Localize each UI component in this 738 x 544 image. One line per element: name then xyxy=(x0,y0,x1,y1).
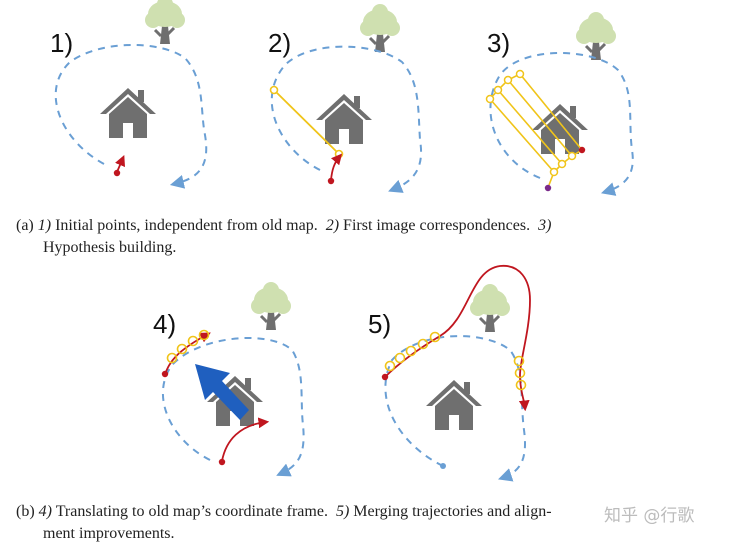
watermark: 知乎 @行歌 xyxy=(604,506,695,526)
start-point xyxy=(218,458,226,466)
caption-b: (b) 4) Translating to old map’s coordina… xyxy=(16,501,552,522)
camera-path xyxy=(489,52,634,196)
tree-icon xyxy=(143,0,187,46)
caption-b-line2: ment improvements. xyxy=(43,525,175,542)
caption-b-item5-text: Merging trajectories and align- xyxy=(349,503,552,520)
camera-path xyxy=(384,335,526,482)
caption-a-line2: Hypothesis building. xyxy=(43,239,177,256)
caption-b-prefix: (b) xyxy=(16,503,35,520)
caption-a-item2-num: 2) xyxy=(325,217,340,234)
translation-arrow-icon xyxy=(195,364,249,420)
panel-4: 4) xyxy=(153,280,305,477)
trajectory xyxy=(221,417,270,462)
hypothesis-points xyxy=(485,69,577,177)
correspondence-points xyxy=(166,329,210,364)
panel-2-label: 2) xyxy=(268,28,291,58)
caption-b-item5-num: 5) xyxy=(335,503,350,520)
caption-b-item4-text: Translating to old map’s coordinate fram… xyxy=(51,503,328,520)
house-icon xyxy=(426,380,482,430)
caption-a-item3-num: 3) xyxy=(538,217,552,234)
trajectory xyxy=(115,155,125,173)
start-point xyxy=(381,373,389,381)
camera-path xyxy=(162,337,305,477)
trajectory xyxy=(330,153,343,181)
tree-icon xyxy=(358,2,402,54)
caption-a-item1-num: 1) xyxy=(37,217,52,234)
panel-4-label: 4) xyxy=(153,309,176,339)
panel-3-label: 3) xyxy=(487,28,510,58)
panel-5: 5) xyxy=(368,265,531,482)
merged-trajectory xyxy=(384,265,531,412)
panel-2: 2) xyxy=(268,2,423,193)
correspondence-line xyxy=(273,89,340,155)
tree-icon xyxy=(249,280,293,332)
panel-1: 1) xyxy=(50,0,208,189)
panel-3: 3) xyxy=(485,10,634,196)
correspondence-point xyxy=(269,85,279,95)
correspondence-points xyxy=(384,331,527,391)
house-icon xyxy=(100,88,156,138)
end-point xyxy=(440,463,446,469)
panel-5-label: 5) xyxy=(368,309,391,339)
start-point xyxy=(161,370,169,378)
caption-a-item2-text: First image correspondences. xyxy=(339,217,531,234)
tree-icon xyxy=(468,282,512,334)
caption-a-item1-text: Initial points, independent from old map… xyxy=(51,217,318,234)
caption-a-prefix: (a) xyxy=(16,217,34,234)
caption-a: (a) 1) Initial points, independent from … xyxy=(16,215,551,236)
panel-1-label: 1) xyxy=(50,28,73,58)
house-icon xyxy=(316,94,372,144)
tree-icon xyxy=(574,10,618,62)
start-point xyxy=(544,184,552,192)
trajectory-point xyxy=(578,146,586,154)
start-point xyxy=(113,169,121,177)
start-point xyxy=(327,177,335,185)
camera-path xyxy=(54,44,208,189)
caption-b-item4-num: 4) xyxy=(38,503,52,520)
